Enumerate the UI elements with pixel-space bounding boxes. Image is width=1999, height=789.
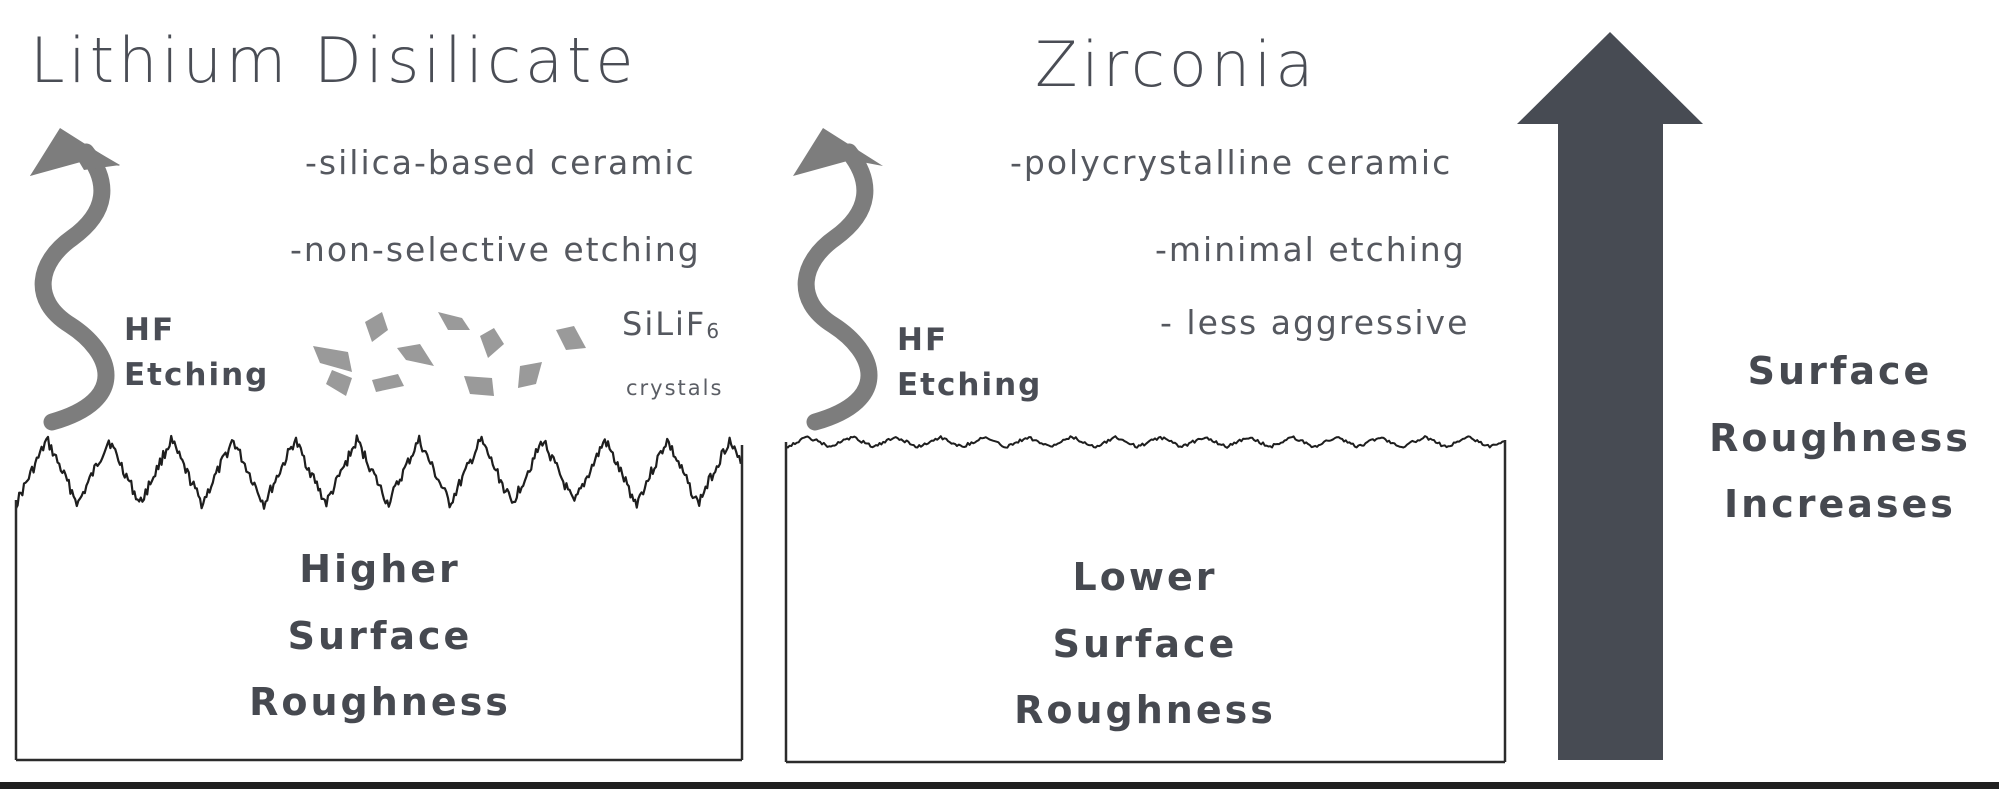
hf-label: HF: [897, 322, 949, 358]
result-line: Surface: [287, 613, 473, 658]
lithium-disilicate-title: Lithium Disilicate: [30, 24, 638, 97]
crystal-shards: [313, 312, 586, 396]
crystal-shard-icon: [372, 374, 404, 392]
crystal-shard-icon: [365, 312, 388, 342]
property-text: -minimal etching: [1155, 230, 1466, 269]
scale-line: Increases: [1724, 482, 1956, 526]
result-line: Higher: [299, 547, 461, 591]
up-arrow-icon: [1517, 32, 1703, 760]
result-line: Roughness: [1014, 688, 1276, 732]
crystal-shard-icon: [438, 312, 470, 330]
etching-label: Etching: [124, 356, 270, 393]
silif6-formula: SiLiF6: [622, 308, 721, 341]
higher-roughness-label: Higher Surface Roughness: [180, 536, 580, 736]
result-line: Lower: [1072, 555, 1218, 599]
result-line: Roughness: [249, 680, 511, 724]
lower-roughness-label: Lower Surface Roughness: [945, 544, 1345, 744]
crystal-shard-icon: [464, 376, 494, 396]
wavy-up-arrow-icon: [30, 128, 120, 431]
crystals-caption: crystals: [626, 376, 724, 400]
crystal-shard-icon: [480, 328, 504, 358]
crystal-shard-icon: [556, 326, 586, 350]
crystal-shard-icon: [313, 346, 352, 372]
lithium-disilicate-block: [14, 434, 744, 762]
property-text: -polycrystalline ceramic: [1010, 143, 1453, 182]
crystal-shard-icon: [326, 370, 352, 396]
scale-line: Surface: [1747, 349, 1933, 393]
crystal-shard-icon: [518, 362, 542, 388]
roughness-increases-label: Surface Roughness Increases: [1690, 338, 1990, 538]
hf-etching-label: HF Etching: [124, 308, 269, 398]
hf-label: HF: [124, 312, 176, 348]
etching-label: Etching: [897, 366, 1043, 403]
property-text: - less aggressive: [1160, 303, 1470, 342]
zirconia-block: [784, 435, 1507, 764]
zirconia-title: Zirconia: [1035, 28, 1318, 101]
result-line: Surface: [1052, 621, 1238, 666]
formula-subscript: 6: [706, 319, 722, 343]
wavy-up-arrow-icon: [793, 128, 883, 431]
property-text: -silica-based ceramic: [305, 143, 696, 182]
scale-line: Roughness: [1709, 415, 1971, 460]
formula-text: SiLiF: [622, 305, 707, 343]
bottom-border: [0, 782, 1999, 789]
hf-etching-label: HF Etching: [897, 318, 1042, 408]
property-text: -non-selective etching: [290, 230, 701, 269]
smooth-surface-line: [785, 435, 1505, 449]
crystal-shard-icon: [397, 344, 434, 366]
rough-surface-line: [15, 434, 742, 510]
